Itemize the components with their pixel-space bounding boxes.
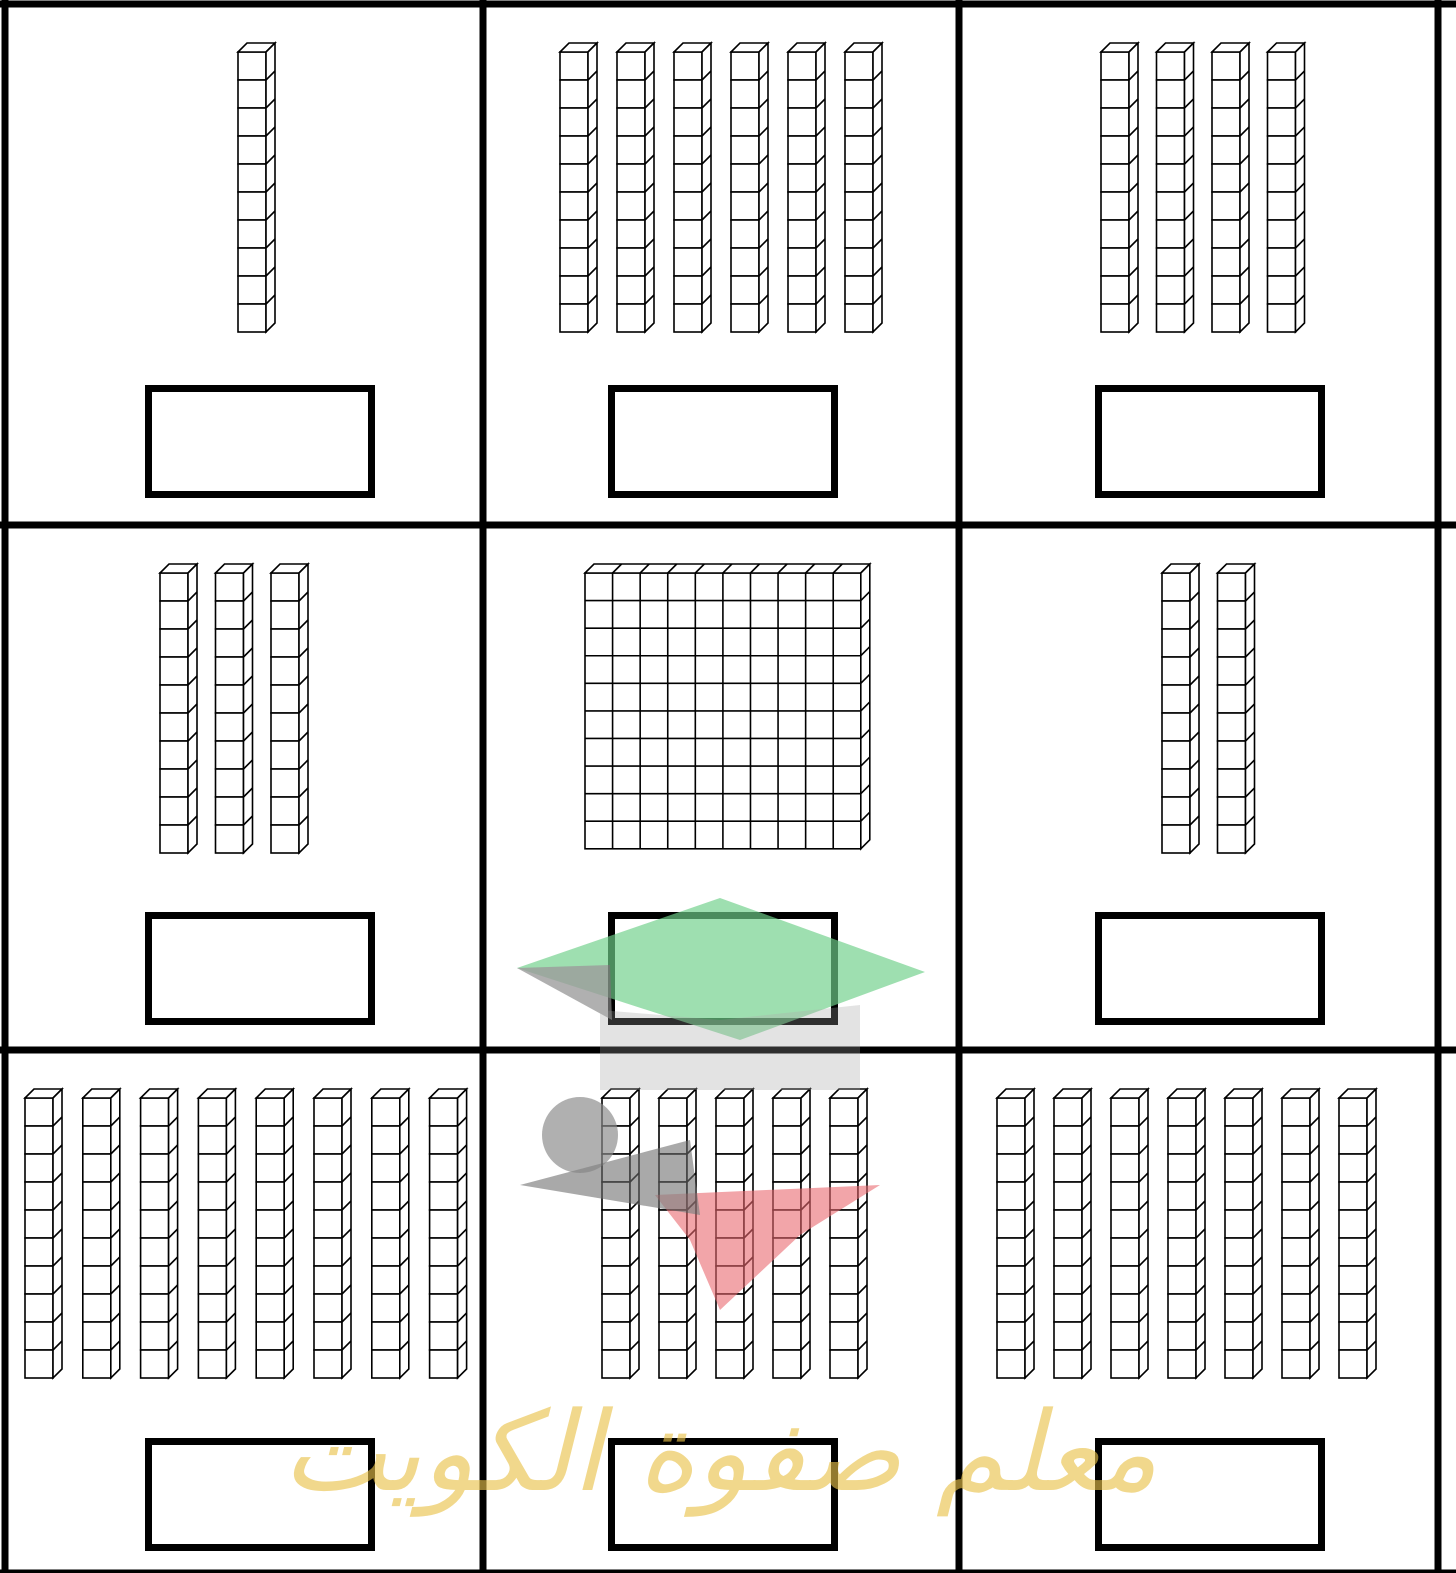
answer-input[interactable]: [615, 919, 831, 1018]
cell-r2-c3: [1162, 564, 1255, 853]
ten-rod: [25, 1089, 62, 1378]
ten-rod: [1162, 564, 1199, 853]
ten-rod: [271, 564, 308, 853]
ten-rod: [372, 1089, 409, 1378]
answer-box[interactable]: [145, 912, 375, 1025]
cell-r1-c2: [560, 43, 882, 332]
ten-rod: [788, 43, 825, 332]
answer-input[interactable]: [615, 1445, 831, 1544]
ten-rod: [659, 1089, 696, 1378]
answer-input[interactable]: [152, 1445, 368, 1544]
ten-rod: [1101, 43, 1138, 332]
ten-rod: [238, 43, 275, 332]
answer-input[interactable]: [152, 919, 368, 1018]
answer-input[interactable]: [1102, 392, 1318, 491]
answer-box[interactable]: [608, 385, 838, 498]
ten-rod: [198, 1089, 235, 1378]
answer-input[interactable]: [152, 392, 368, 491]
cell-r2-c2: [585, 564, 870, 849]
ten-rod: [731, 43, 768, 332]
answer-box[interactable]: [1095, 385, 1325, 498]
ten-rod: [1268, 43, 1305, 332]
ten-rod: [674, 43, 711, 332]
ten-rod: [141, 1089, 178, 1378]
cell-r1-c1: [238, 43, 275, 332]
ten-rod: [845, 43, 882, 332]
ten-rod: [430, 1089, 467, 1378]
ten-rod: [314, 1089, 351, 1378]
ten-rod: [83, 1089, 120, 1378]
ten-rod: [830, 1089, 867, 1378]
ten-rod: [997, 1089, 1034, 1378]
ten-rod: [560, 43, 597, 332]
ten-rod: [1111, 1089, 1148, 1378]
ten-rod: [216, 564, 253, 853]
answer-box[interactable]: [145, 1438, 375, 1551]
cell-r2-c1: [160, 564, 308, 853]
ten-rod: [1212, 43, 1249, 332]
hundred-flat: [585, 564, 870, 849]
ten-rod: [1339, 1089, 1376, 1378]
ten-rod: [1157, 43, 1194, 332]
cell-r3-c2: [602, 1089, 867, 1378]
ten-rod: [256, 1089, 293, 1378]
answer-input[interactable]: [1102, 1445, 1318, 1544]
base-ten-models: [25, 43, 1376, 1378]
cell-r3-c3: [997, 1089, 1376, 1378]
ten-rod: [602, 1089, 639, 1378]
cell-r3-c1: [25, 1089, 467, 1378]
ten-rod: [617, 43, 654, 332]
ten-rod: [1282, 1089, 1319, 1378]
answer-input[interactable]: [1102, 919, 1318, 1018]
ten-rod: [1168, 1089, 1205, 1378]
answer-box[interactable]: [145, 385, 375, 498]
answer-input[interactable]: [615, 392, 831, 491]
ten-rod: [716, 1089, 753, 1378]
answer-box[interactable]: [1095, 1438, 1325, 1551]
cell-r1-c3: [1101, 43, 1305, 332]
answer-box[interactable]: [1095, 912, 1325, 1025]
answer-box[interactable]: [608, 912, 838, 1025]
ten-rod: [1225, 1089, 1262, 1378]
answer-box[interactable]: [608, 1438, 838, 1551]
ten-rod: [1054, 1089, 1091, 1378]
ten-rod: [773, 1089, 810, 1378]
ten-rod: [160, 564, 197, 853]
ten-rod: [1218, 564, 1255, 853]
